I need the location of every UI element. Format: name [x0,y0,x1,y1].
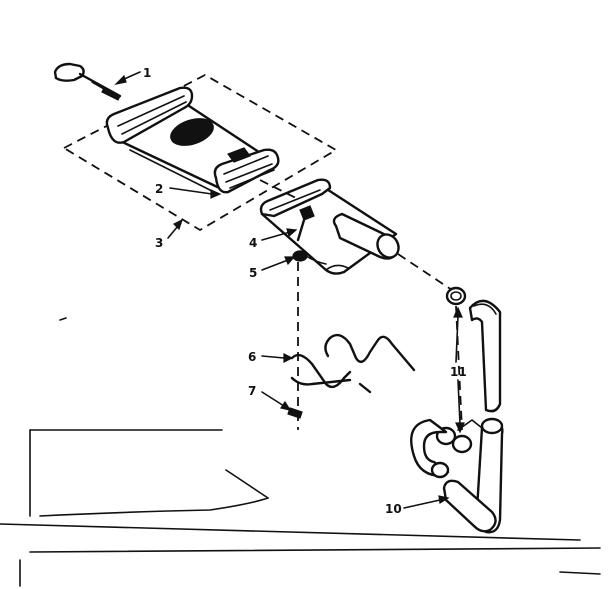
svg-text:2: 2 [155,182,163,196]
part-6-wire-bracket [290,333,416,394]
upper-elbow-hose [468,299,502,413]
callout-5: 5 [249,256,296,280]
valve-body-assembly [259,178,453,291]
part-7-clip [287,407,303,419]
svg-text:7: 7 [248,384,256,398]
svg-text:4: 4 [249,236,257,250]
callout-3: 3 [155,218,184,250]
background-base-lines [0,317,601,587]
part-1-handle [53,62,122,101]
callout-6: 6 [248,350,294,364]
svg-text:11: 11 [450,365,467,379]
svg-text:10: 10 [385,502,402,516]
svg-text:1: 1 [143,66,151,80]
callout-2: 2 [155,182,222,199]
svg-text:5: 5 [249,266,257,280]
callout-7: 7 [248,384,292,411]
callout-11: 11 [450,306,467,434]
svg-text:6: 6 [248,350,256,364]
svg-text:3: 3 [155,236,163,250]
part-4-screw [296,205,315,242]
part-10-trap-hose [410,417,504,534]
callout-1: 1 [114,66,151,85]
callout-4: 4 [249,228,298,250]
part-2-tray-assembly [105,86,280,194]
part-5-fitting [292,250,327,265]
callout-10: 10 [385,495,450,516]
